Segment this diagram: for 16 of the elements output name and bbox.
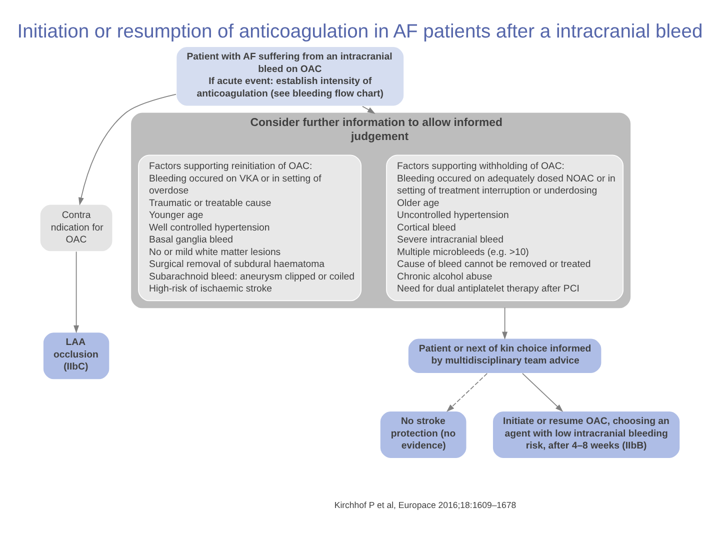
arrow [522, 373, 564, 412]
node-box: Factors supporting reinitiation of OAC: Bleeding occured on VKA or in setting of overdose Traumatic or treatable cause Younger age Well controlled hypertension Basal ganglia bleed No or mild white matter lesions Surgical removal of subdural haematoma Subarachnoid bleed: aneurysm clipped or coiled High-risk of ischaemic stroke [138, 154, 362, 302]
arrow [446, 373, 488, 412]
arrow [362, 106, 376, 114]
arrow [74, 251, 80, 334]
arrow [78, 94, 176, 206]
node-box: Patient or next of kin choice informed by multidisciplinary team advice [408, 338, 602, 374]
diagram-title: Initiation or resumption of anticoagulation in AF patients after a intracranial bleed [17, 21, 703, 42]
arrow [502, 307, 508, 340]
node-box: Patient with AF suffering from an intracranial bleed on OAC If acute event: establish intensity of anticoagulation (see bleeding flow chart) [176, 46, 404, 107]
node-box: Factors supporting withholding of OAC: Bleeding occured on adequately dosed NOAC or in setting of treatment interruption or underdosing Older age Uncontrolled hypertension Cortical bleed Severe intracranial bleed Multiple microbleeds (e.g. >10) Cause of bleed cannot be removed or treated Chronic alcohol abuse Need for dual antiplatelet therapy after PCI [386, 154, 624, 302]
label: Kirchhof P et al, Europace 2016;18:1609–1678 [334, 500, 516, 510]
node-box: Initiate or resume OAC, choosing an agent with low intracranial bleeding risk, after 4–8 weeks (IIbB) [492, 410, 680, 459]
node-box: No stroke protection (no evidence) [380, 410, 468, 459]
node-box: LAA occlusion (IIbC) [42, 332, 110, 380]
node-box: Contra ndication for OAC [40, 204, 114, 252]
